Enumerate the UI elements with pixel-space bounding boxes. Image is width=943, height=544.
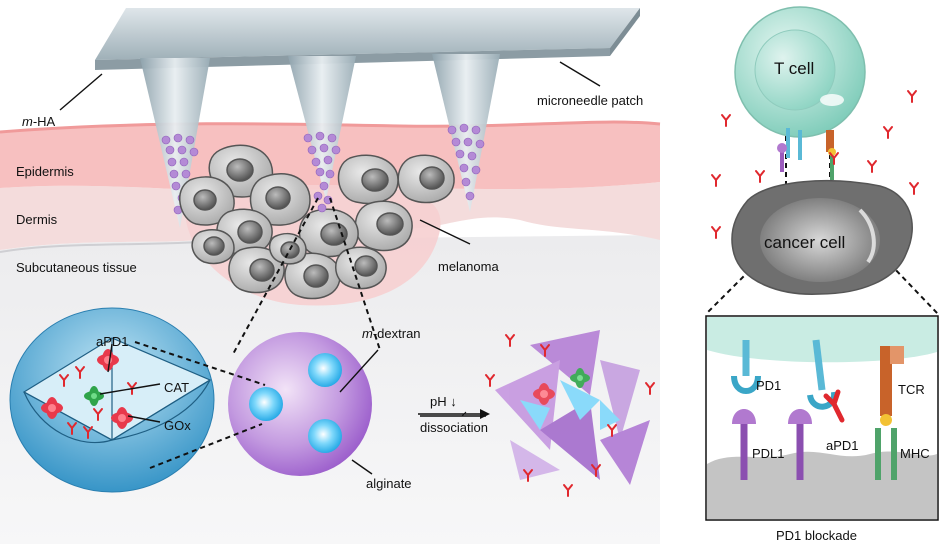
melanoma-cells bbox=[179, 144, 455, 300]
needle-particles bbox=[161, 123, 485, 215]
tcr-head bbox=[890, 346, 904, 364]
pd1-receptors bbox=[731, 339, 837, 410]
t-cell-membrane bbox=[707, 317, 937, 363]
dextran-ball bbox=[249, 387, 283, 421]
leader-lines bbox=[59, 61, 601, 475]
dissociation-label: dissociation bbox=[420, 420, 488, 435]
melanoma-cell bbox=[228, 246, 285, 294]
antibodies-right bbox=[711, 90, 919, 239]
dextran-ball bbox=[308, 353, 342, 387]
alginate-label: alginate bbox=[366, 476, 412, 491]
pd1-label: PD1 bbox=[756, 378, 781, 393]
melanoma-cell bbox=[354, 200, 413, 252]
cat-enzyme bbox=[84, 386, 104, 406]
gox-enzyme bbox=[111, 407, 133, 429]
nanoparticle-cross-section bbox=[9, 307, 215, 493]
pd1-stalk bbox=[812, 339, 826, 391]
pd1-head bbox=[807, 391, 837, 410]
pd1-head bbox=[731, 375, 761, 394]
dextran-ball bbox=[308, 419, 342, 453]
apd1-label-left: aPD1 bbox=[96, 334, 129, 349]
antibodies-left bbox=[59, 334, 655, 497]
cancer-cell-nucleus bbox=[760, 198, 880, 282]
m-dextran-label: m-dextran bbox=[362, 326, 421, 341]
gox-label: GOx bbox=[164, 418, 191, 433]
needles bbox=[140, 54, 500, 228]
pdl1-label: PDL1 bbox=[752, 446, 785, 461]
subcutaneous-wave bbox=[0, 241, 201, 253]
melanoma-cell bbox=[191, 228, 235, 265]
epidermis-top-edge bbox=[0, 120, 661, 134]
apd1-label-right: aPD1 bbox=[826, 438, 859, 453]
subcutaneous-label: Subcutaneous tissue bbox=[16, 260, 137, 275]
needle-2 bbox=[288, 56, 356, 200]
ph-label: pH ↓ bbox=[430, 394, 457, 409]
ph-arrow bbox=[418, 409, 490, 419]
needle-2-particles bbox=[303, 131, 341, 191]
epidermis-label: Epidermis bbox=[16, 164, 74, 179]
antigen bbox=[880, 414, 892, 426]
synapse-receptors bbox=[777, 128, 836, 180]
cancer-cell bbox=[731, 179, 913, 295]
tcr-label: TCR bbox=[898, 382, 925, 397]
gox-enzyme bbox=[41, 397, 63, 419]
pd1-blockade-label: PD1 blockade bbox=[776, 528, 857, 543]
t-cell-highlight bbox=[820, 94, 844, 106]
patch-right-side bbox=[610, 8, 640, 56]
enzymes bbox=[41, 349, 133, 429]
cancer-cell-shine bbox=[858, 208, 876, 264]
t-cell-nucleus bbox=[754, 29, 836, 111]
melanoma-cell bbox=[268, 232, 307, 265]
t-cell-label: T cell bbox=[774, 59, 814, 78]
melanoma-cell bbox=[179, 176, 235, 226]
microneedle-patch-label: microneedle patch bbox=[537, 93, 643, 108]
m-ha-label: m-HA bbox=[22, 114, 56, 129]
needle-3 bbox=[432, 54, 500, 212]
cat-label: CAT bbox=[164, 380, 189, 395]
tcr-stalk bbox=[880, 346, 892, 416]
pdl1-ligands bbox=[732, 409, 812, 480]
melanoma-cell bbox=[249, 173, 311, 226]
cancer-cell-label: cancer cell bbox=[764, 233, 845, 252]
melanoma-cell bbox=[337, 154, 399, 205]
needle-1 bbox=[140, 58, 210, 228]
microgel bbox=[228, 332, 372, 476]
text-labels: m-HA microneedle patch Epidermis Dermis … bbox=[16, 59, 930, 543]
melanoma-label: melanoma bbox=[438, 259, 499, 274]
melanoma-cell bbox=[284, 252, 341, 300]
needle-3-particles bbox=[447, 123, 485, 201]
mhc-label: MHC bbox=[900, 446, 930, 461]
dermis-label: Dermis bbox=[16, 212, 58, 227]
apd1-antibody bbox=[823, 389, 845, 423]
tcr-mhc bbox=[875, 346, 904, 480]
melanoma-cell bbox=[397, 154, 455, 204]
patch-top bbox=[95, 8, 640, 60]
melanoma-cell bbox=[335, 246, 387, 290]
needle-1-particles bbox=[161, 133, 199, 215]
